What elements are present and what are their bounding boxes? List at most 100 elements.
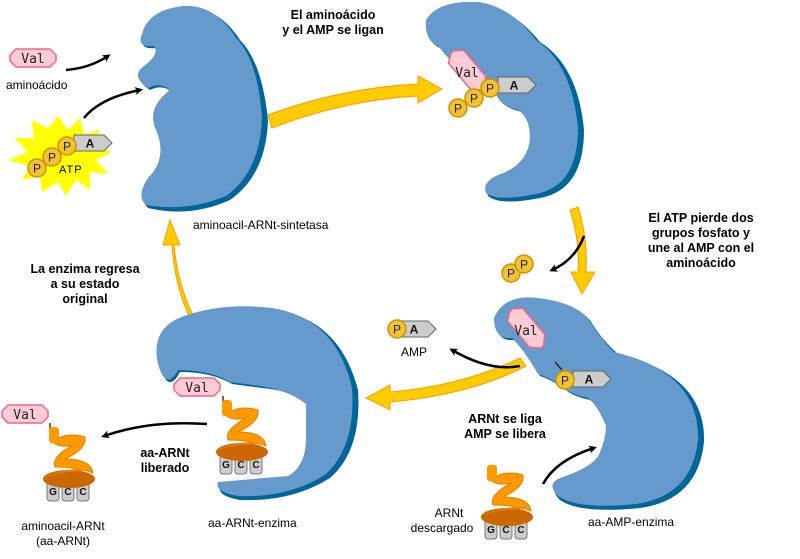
enzyme-aa-atp bbox=[425, 1, 584, 202]
val-tag-bound: Val bbox=[506, 307, 546, 349]
phosphate: P bbox=[555, 370, 575, 390]
label-aa-trna: aminoacil-ARNt (aa-ARNt) bbox=[16, 519, 110, 549]
phosphate: P bbox=[480, 78, 500, 98]
trna-acceptor-stem bbox=[222, 400, 232, 416]
bond-line bbox=[554, 361, 563, 371]
trna-acceptor-stem bbox=[487, 465, 497, 481]
phosphate: P bbox=[27, 158, 47, 178]
phosphate-label: P bbox=[470, 92, 478, 106]
phosphate-circle bbox=[514, 254, 534, 274]
trna-loop bbox=[216, 443, 268, 461]
cycle-arrow-3 bbox=[364, 357, 527, 411]
phosphate-circle bbox=[480, 78, 500, 98]
step2-line4: aminoácido bbox=[666, 256, 736, 270]
cycle-arrow-4 bbox=[162, 218, 197, 325]
adenine-tag: A bbox=[572, 370, 612, 388]
step4-line2: liberado bbox=[140, 461, 190, 475]
arrow-amp-release bbox=[449, 348, 521, 369]
anticodon-base: G bbox=[49, 487, 57, 498]
label-amp: AMP bbox=[401, 345, 428, 359]
val-label: Val bbox=[13, 408, 36, 423]
phosphate-label: P bbox=[520, 258, 528, 272]
phosphate-circle bbox=[57, 136, 77, 156]
phosphate-circle bbox=[464, 88, 484, 108]
phosphate-label: P bbox=[561, 374, 569, 388]
step5-line2: a su estado bbox=[50, 277, 120, 291]
trna-acceptor-stem bbox=[49, 427, 59, 443]
label-aa-amp-enzyme: aa-AMP-enzima bbox=[588, 515, 675, 529]
step4-text: aa-ARNt liberado bbox=[130, 446, 200, 476]
enzyme-aa-amp bbox=[494, 297, 705, 510]
label-trna-uncharged-line2: descargado bbox=[410, 521, 474, 535]
label-enzyme: aminoacil-ARNt-sintetasa bbox=[193, 218, 329, 232]
phosphate-label: P bbox=[507, 267, 515, 281]
label-trna-uncharged-line1: ARNt bbox=[434, 506, 464, 520]
phosphate: P bbox=[42, 147, 62, 167]
arrow-aa-to-enzyme bbox=[65, 54, 111, 72]
step5-line3: original bbox=[62, 292, 108, 306]
label-aminoacido: aminoácido bbox=[6, 78, 68, 92]
phosphate-label: P bbox=[63, 140, 71, 154]
step2-line3: une al AMP con el bbox=[647, 241, 755, 255]
anticodon-base: G bbox=[487, 525, 495, 536]
anticodon-base: C bbox=[252, 460, 259, 471]
phosphate: P bbox=[448, 98, 468, 118]
phosphate: P bbox=[514, 254, 534, 274]
adenine-label: A bbox=[585, 373, 594, 387]
step3-line2: AMP se libera bbox=[464, 427, 546, 441]
adenine-label: A bbox=[510, 79, 519, 93]
adenine-tag: A bbox=[497, 76, 537, 94]
val-label: Val bbox=[455, 66, 478, 81]
anticodon-base: C bbox=[64, 487, 71, 498]
step3-text: ARNt se liga AMP se libera bbox=[455, 412, 555, 442]
phosphate-label: P bbox=[393, 323, 401, 337]
label-trna-uncharged: ARNt descargado bbox=[411, 506, 479, 536]
phosphate: P bbox=[57, 136, 77, 156]
adenine-tag: A bbox=[73, 134, 113, 152]
val-tag: Val bbox=[1, 404, 49, 424]
phosphate-circle bbox=[42, 147, 62, 167]
phosphate-circle bbox=[27, 158, 47, 178]
anticodon-base: C bbox=[237, 460, 244, 471]
val-shape bbox=[173, 377, 221, 397]
cycle-arrow-2 bbox=[569, 206, 596, 296]
trna-loop bbox=[43, 470, 95, 488]
step1-line1: El aminoácido bbox=[290, 8, 376, 22]
val-tag: Val bbox=[173, 377, 221, 397]
adenine-label: A bbox=[86, 137, 95, 151]
cycle-arrow-1 bbox=[267, 75, 444, 129]
arrow-ppi-release bbox=[549, 235, 586, 272]
val-shape bbox=[1, 404, 49, 424]
val-label: Val bbox=[21, 52, 44, 67]
label-atp: ATP bbox=[59, 164, 83, 176]
step5-text: La enzima regresa a su estado original bbox=[20, 262, 150, 307]
val-shape bbox=[9, 48, 57, 68]
phosphate: P bbox=[387, 319, 407, 339]
anticodon-base: G bbox=[222, 460, 230, 471]
val-shape bbox=[506, 307, 546, 349]
phosphate: P bbox=[464, 88, 484, 108]
step2-text: El ATP pierde dos grupos fosfato y une a… bbox=[636, 211, 766, 271]
adenine-label: A bbox=[410, 323, 419, 337]
val-tag: Val bbox=[9, 48, 57, 68]
phosphate-circle bbox=[387, 319, 407, 339]
step2-line2: grupos fosfato y bbox=[652, 226, 750, 240]
trna-loop bbox=[481, 508, 533, 526]
phosphate-label: P bbox=[33, 162, 41, 176]
anticodon-base: C bbox=[79, 487, 86, 498]
step1-text: El aminoácido y el AMP se ligan bbox=[263, 8, 403, 38]
phosphate-circle bbox=[448, 98, 468, 118]
step5-line1: La enzima regresa bbox=[30, 262, 140, 276]
arrow-atp-to-enzyme bbox=[83, 87, 143, 119]
step1-line2: y el AMP se ligan bbox=[282, 23, 384, 37]
phosphate-label: P bbox=[454, 102, 462, 116]
label-aa-trna-line1: aminoacil-ARNt bbox=[21, 519, 105, 533]
label-aa-trna-line2: (aa-ARNt) bbox=[35, 534, 90, 548]
phosphate-label: P bbox=[48, 151, 56, 165]
label-aa-trna-enzyme: aa-ARNt-enzima bbox=[208, 516, 297, 530]
val-label: Val bbox=[514, 324, 537, 339]
anticodon-base: C bbox=[502, 525, 509, 536]
